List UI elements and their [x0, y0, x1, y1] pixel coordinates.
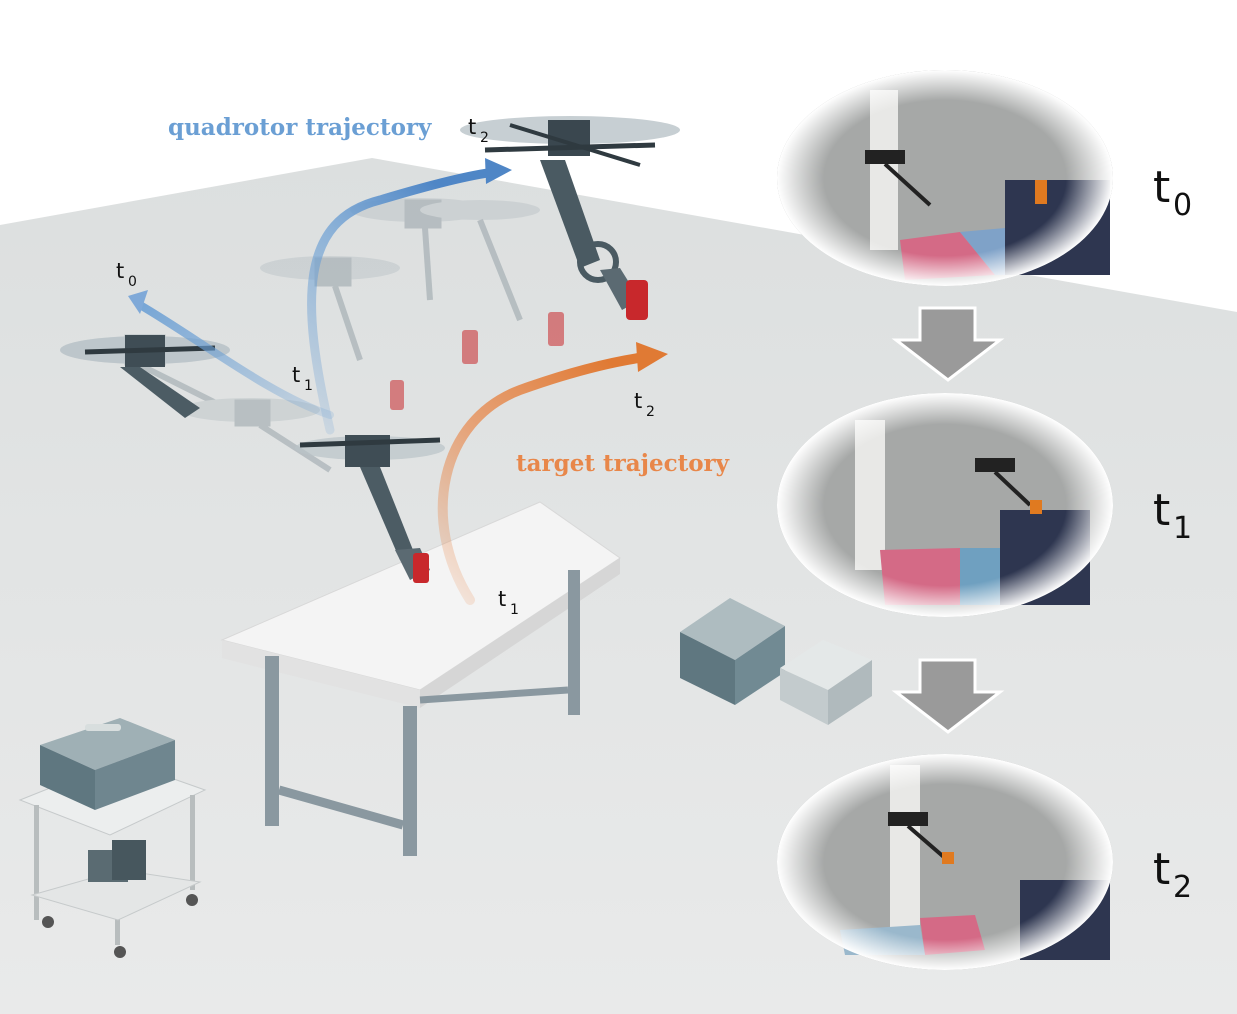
svg-text:t: t: [1153, 162, 1170, 213]
drone-at-t0: [60, 335, 230, 418]
svg-text:t: t: [116, 259, 124, 283]
quadrotor-trajectory-arrow-lower: [136, 301, 334, 419]
target-trajectory-label: target trajectory: [516, 450, 730, 477]
scene-time-label-t2-target: t 2: [634, 389, 655, 420]
target-trajectory-arrow: [437, 352, 650, 605]
svg-text:t: t: [1153, 844, 1170, 895]
svg-text:1: 1: [510, 602, 519, 618]
svg-text:2: 2: [1173, 870, 1192, 905]
svg-text:0: 0: [128, 274, 137, 290]
quadrotor-trajectory-arrowhead-upper: [485, 158, 512, 184]
can-on-table: [413, 553, 429, 583]
scene-time-label-t2-drone: t 2: [468, 115, 489, 146]
svg-text:t: t: [1153, 485, 1170, 536]
svg-text:t: t: [498, 587, 506, 611]
quadrotor-trajectory-label: quadrotor trajectory: [168, 114, 432, 141]
target-trajectory-arrowhead: [636, 342, 668, 372]
svg-text:t: t: [634, 389, 642, 413]
cart: [18, 718, 207, 958]
snapshot-photo-t0: [777, 70, 1113, 286]
svg-text:1: 1: [1173, 511, 1192, 546]
snapshot-label-t2: t 2: [1153, 844, 1192, 905]
quadrotor-trajectory-arrowhead-lower: [128, 290, 148, 314]
svg-text:1: 1: [304, 378, 313, 394]
storage-boxes: [680, 598, 872, 725]
svg-text:t: t: [468, 115, 476, 139]
svg-text:t: t: [292, 363, 300, 387]
scene-time-label-t0: t 0: [116, 259, 137, 290]
drone-at-t2: [460, 116, 680, 320]
drone-at-t1: [295, 435, 445, 583]
scene-time-label-t1-target: t 1: [498, 587, 519, 618]
svg-text:2: 2: [646, 404, 655, 420]
svg-text:2: 2: [480, 130, 489, 146]
snapshot-label-t0: t 0: [1153, 162, 1192, 223]
scene-time-label-t1-drone: t 1: [292, 363, 313, 394]
can-motion-trail: [390, 312, 564, 410]
snapshot-label-t1: t 1: [1153, 485, 1192, 546]
snapshot-photo-t2: [777, 754, 1113, 970]
snapshot-photo-t1: [777, 393, 1113, 617]
svg-text:0: 0: [1173, 188, 1192, 223]
down-arrow-t0-to-t1: [891, 306, 1005, 382]
down-arrow-t1-to-t2: [891, 658, 1005, 734]
quadrotor-trajectory-arrow-upper: [307, 167, 500, 435]
table: [220, 501, 621, 856]
can-at-t2: [626, 280, 648, 320]
